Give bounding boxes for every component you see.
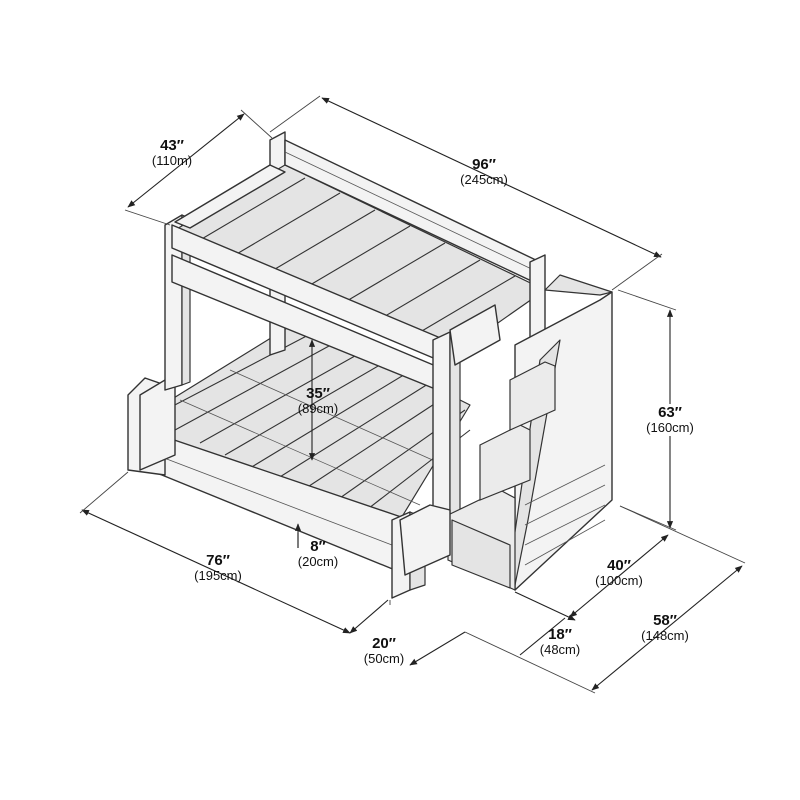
label-depth-bottom-metric: (100cm) bbox=[595, 573, 643, 589]
label-depth-bottom-imperial: 40″ bbox=[607, 557, 631, 574]
label-depth-top-metric: (110m) bbox=[151, 153, 193, 169]
dim-line-leg-offset bbox=[349, 599, 389, 634]
label-clearance-imperial: 35″ bbox=[306, 385, 330, 402]
dimension-lines bbox=[79, 95, 746, 694]
bottom-right-footboard bbox=[399, 504, 451, 576]
label-depth-top: 43″ (110m) bbox=[140, 137, 204, 169]
label-rail-height-imperial: 8″ bbox=[310, 538, 326, 555]
label-depth-top-imperial: 43″ bbox=[160, 137, 184, 154]
stair-unit bbox=[447, 274, 613, 591]
label-height-total: 63″ (160cm) bbox=[636, 404, 704, 437]
front-middle-post bbox=[432, 331, 451, 521]
bottom-footboard-panel bbox=[139, 379, 176, 471]
label-rail-height: 8″ (20cm) bbox=[288, 538, 348, 570]
bunk-bed-illustration bbox=[127, 131, 613, 599]
top-right-endboard bbox=[449, 304, 501, 366]
label-height-total-imperial: 63″ bbox=[658, 404, 682, 421]
label-length-bottom: 76″ (195cm) bbox=[178, 552, 258, 584]
label-stair-depth-metric: (48cm) bbox=[539, 642, 581, 658]
label-length-bottom-imperial: 76″ bbox=[206, 552, 230, 569]
label-length-top-imperial: 96″ bbox=[472, 156, 496, 173]
label-stair-depth: 18″ (48cm) bbox=[528, 626, 592, 658]
label-width-total-imperial: 58″ bbox=[653, 612, 677, 629]
label-length-top: 96″ (245cm) bbox=[448, 156, 520, 188]
dim-line-depth-top bbox=[127, 113, 245, 208]
label-leg-offset-imperial: 20″ bbox=[372, 635, 396, 652]
label-clearance: 35″ (89cm) bbox=[288, 385, 348, 417]
label-leg-offset: 20″ (50cm) bbox=[352, 635, 416, 667]
stair-drawer bbox=[451, 519, 511, 589]
dim-line-length-top bbox=[321, 97, 662, 258]
label-leg-offset-metric: (50cm) bbox=[363, 651, 405, 667]
stair-step-3 bbox=[509, 361, 556, 431]
label-rail-height-metric: (20cm) bbox=[297, 554, 339, 570]
label-length-top-metric: (245cm) bbox=[460, 172, 508, 188]
label-clearance-metric: (89cm) bbox=[297, 401, 339, 417]
label-height-total-metric: (160cm) bbox=[646, 420, 694, 436]
label-depth-bottom: 40″ (100cm) bbox=[584, 557, 654, 589]
label-stair-depth-imperial: 18″ bbox=[548, 626, 572, 643]
label-width-total-metric: (148cm) bbox=[641, 628, 689, 644]
stair-top bbox=[544, 274, 613, 296]
dim-line-leg-offset-2 bbox=[409, 631, 466, 666]
label-length-bottom-metric: (195cm) bbox=[194, 568, 242, 584]
label-width-total: 58″ (148cm) bbox=[630, 612, 700, 644]
dim-line-length-bottom bbox=[81, 509, 351, 634]
dim-line-stair-depth bbox=[514, 591, 576, 621]
dim-line-width-total bbox=[591, 565, 743, 691]
